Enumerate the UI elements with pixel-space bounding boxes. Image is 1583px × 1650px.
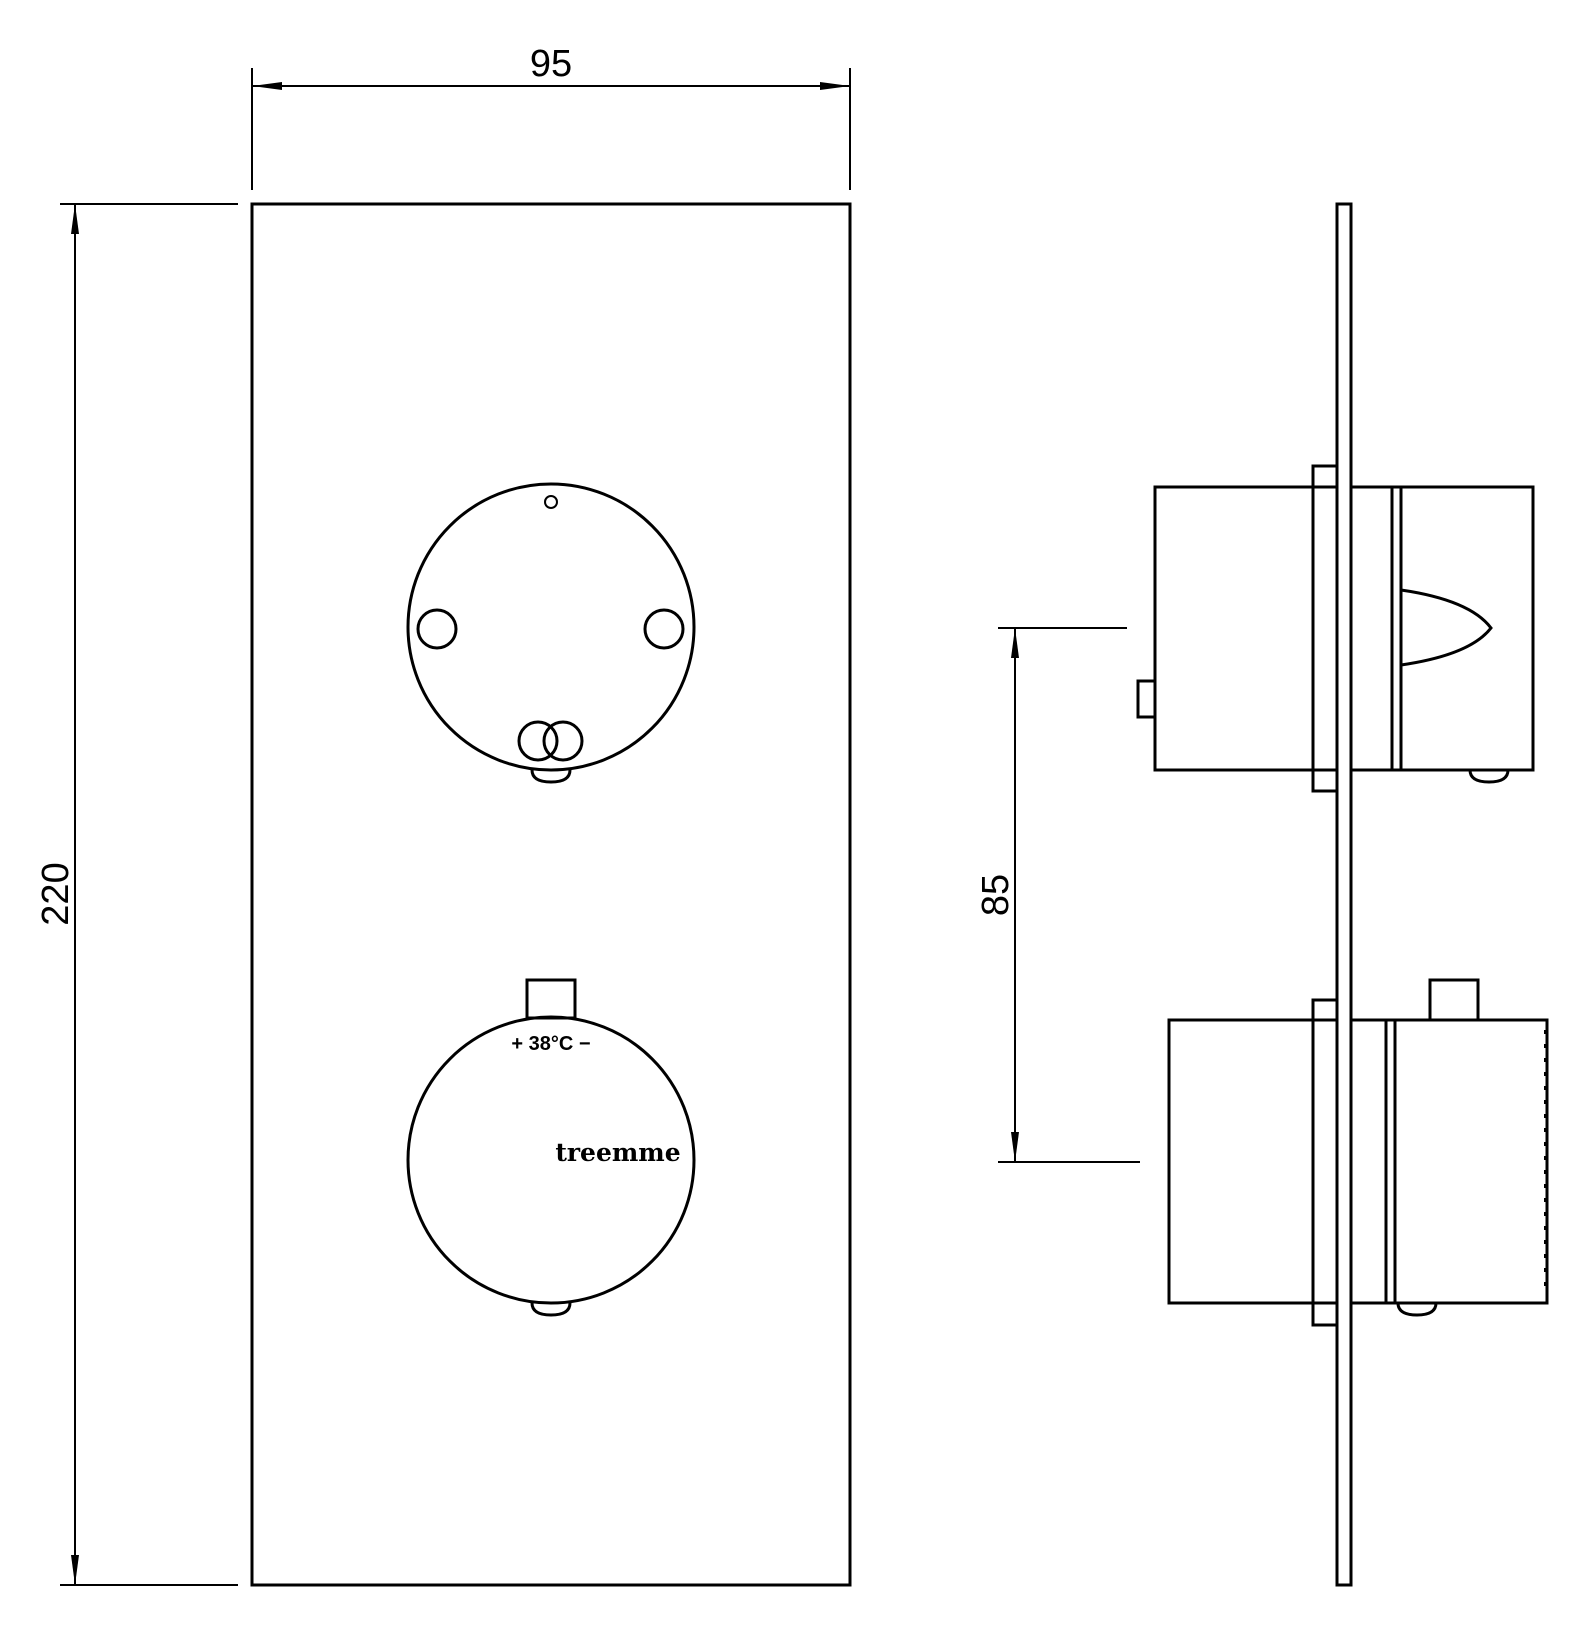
diverter-bottom-tab bbox=[530, 769, 572, 784]
diverter-indicator-dot bbox=[544, 495, 558, 509]
side-plate bbox=[1335, 202, 1353, 1587]
thermostat-bottom-tab bbox=[530, 1302, 572, 1317]
diverter-body-back bbox=[1153, 485, 1339, 772]
height-label: 220 bbox=[35, 862, 77, 925]
thermostat-side-stop bbox=[1428, 978, 1480, 1022]
diverter-knob-front bbox=[406, 482, 696, 784]
diverter-rear-pin bbox=[1136, 679, 1157, 719]
diverter-right-hole bbox=[643, 608, 685, 650]
height-dimension: 220 bbox=[35, 203, 238, 1586]
spacing-label: 85 bbox=[975, 874, 1017, 916]
diverter-body-front bbox=[1349, 485, 1535, 772]
diverter-lever-profile bbox=[1400, 588, 1493, 667]
diverter-flange bbox=[1311, 464, 1339, 793]
width-label: 95 bbox=[530, 43, 572, 85]
temperature-label: + 38°C − bbox=[511, 1033, 590, 1055]
thermostat-top-stop bbox=[525, 978, 577, 1020]
front-view: + 38°C − treemme bbox=[250, 202, 852, 1587]
thermostat-knob-circle bbox=[406, 1015, 696, 1305]
front-plate-outline bbox=[250, 202, 852, 1587]
diverter-left-hole bbox=[416, 608, 458, 650]
diverter-bottom-hole-left bbox=[517, 720, 559, 762]
thermostat-knob-side bbox=[1167, 978, 1549, 1327]
brand-label: treemme bbox=[555, 1138, 680, 1167]
diverter-knob-circle bbox=[406, 482, 696, 772]
thermostat-side-bottom-tab bbox=[1396, 1302, 1438, 1317]
diverter-bottom-hole-right bbox=[542, 720, 584, 762]
diverter-knob-side bbox=[1136, 464, 1535, 793]
thermostat-flange bbox=[1311, 998, 1339, 1327]
side-view bbox=[1136, 202, 1549, 1587]
spacing-dimension: 85 bbox=[975, 627, 1140, 1163]
width-dimension: 95 bbox=[251, 43, 851, 190]
thermostat-body-front bbox=[1349, 1018, 1549, 1305]
diverter-side-bottom-tab bbox=[1468, 769, 1510, 784]
thermostat-knob-front: + 38°C − treemme bbox=[406, 978, 696, 1317]
